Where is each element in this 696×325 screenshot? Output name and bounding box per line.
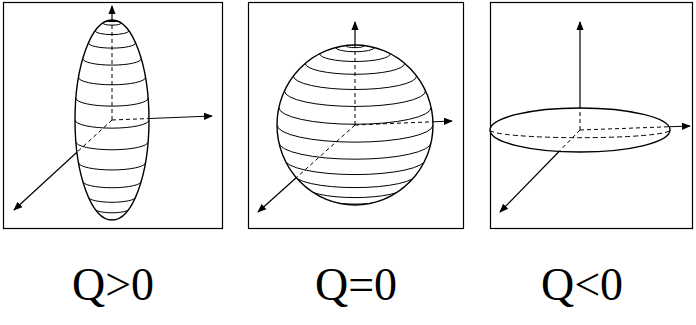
latitude-line <box>88 197 135 202</box>
latitude-line <box>79 163 146 170</box>
latitude-line <box>95 209 129 213</box>
latitude-line <box>83 59 141 65</box>
latitude-line <box>277 125 433 142</box>
latitude-line <box>305 63 404 74</box>
panel <box>249 3 464 229</box>
axis <box>354 22 355 125</box>
latitude-line <box>83 181 141 187</box>
latitude-line <box>279 108 431 125</box>
hidden-axis <box>112 116 212 120</box>
latitude-line <box>79 77 146 84</box>
latitude-line <box>279 142 431 159</box>
quadrupole-label: Q>0 <box>72 262 154 308</box>
panel-frame <box>491 3 693 229</box>
latitude-line <box>88 43 135 48</box>
panel <box>490 3 693 229</box>
latitude-line <box>284 91 425 107</box>
latitude-line <box>95 31 129 35</box>
hidden-axis <box>580 126 690 130</box>
hidden-axis <box>355 22 356 125</box>
latitude-line <box>284 159 425 175</box>
hidden-axis <box>14 120 112 210</box>
ellipsoid-outline <box>490 108 670 152</box>
latitude-line <box>293 174 416 188</box>
panel-frame <box>4 3 223 229</box>
ellipsoid-outline <box>277 45 433 205</box>
latitude-line <box>320 54 391 62</box>
latitude-line <box>76 98 148 106</box>
hidden-axis <box>500 130 580 212</box>
panel <box>4 3 223 229</box>
hidden-axis <box>580 22 581 130</box>
latitude-line <box>76 142 148 150</box>
latitude-line <box>75 120 149 128</box>
panel-frame <box>249 3 464 229</box>
quadrupole-label: Q=0 <box>315 262 397 308</box>
latitude-line <box>293 76 416 90</box>
hidden-axis <box>112 6 113 120</box>
quadrupole-label: Q<0 <box>541 262 623 308</box>
axis <box>579 22 580 130</box>
ellipsoid-outline <box>75 20 149 220</box>
